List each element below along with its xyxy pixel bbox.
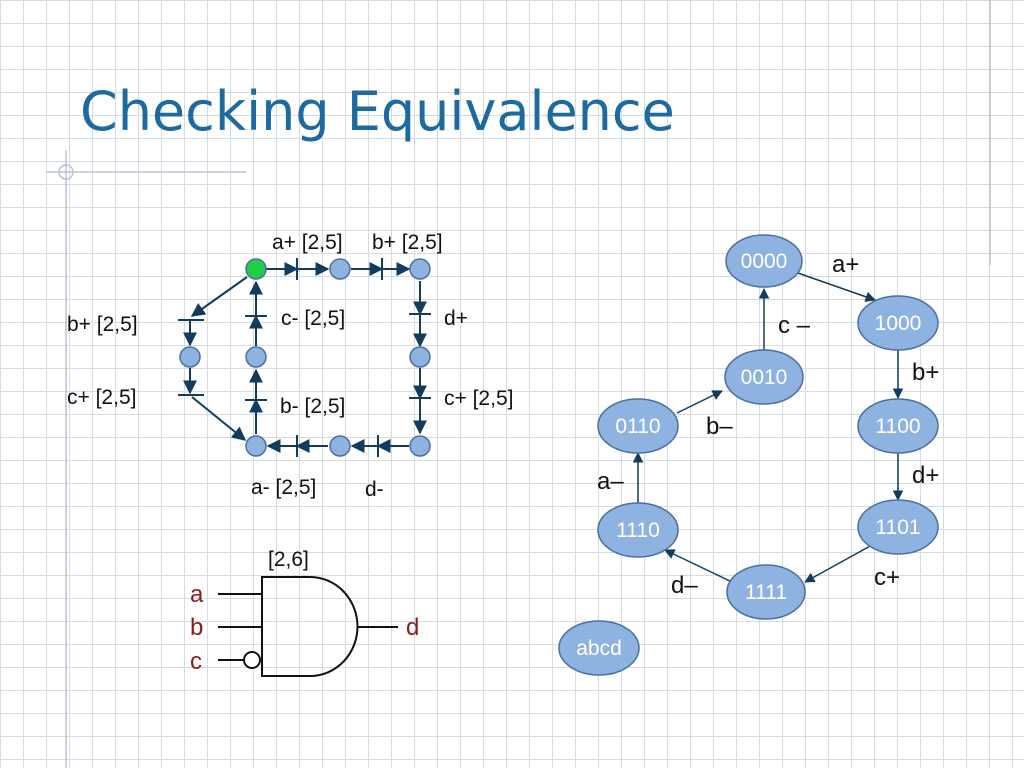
label-c-plus-left: c+ [2,5] — [67, 386, 136, 409]
gate-body — [261, 576, 359, 677]
arc — [191, 396, 247, 441]
place — [179, 346, 201, 368]
and-gate — [218, 576, 398, 677]
transition-label-a-plus: a+ — [832, 251, 859, 278]
state-graph-nodes — [558, 234, 939, 676]
transition-label-d-minus: d– — [671, 572, 698, 599]
state-label-1110: 1110 — [616, 519, 660, 542]
transition-label-d-plus: d+ — [912, 462, 939, 489]
places — [179, 258, 431, 457]
edge-d-minus — [664, 549, 733, 583]
gate-input-a: a — [190, 581, 204, 608]
slide-title: Checking Equivalence — [80, 80, 675, 143]
state-1100 — [857, 398, 939, 454]
legend-node — [558, 620, 640, 676]
place — [329, 258, 351, 280]
place — [409, 435, 431, 457]
initial-place — [245, 258, 267, 280]
label-c-plus-right: c+ [2,5] — [444, 387, 513, 410]
timed-petri-net — [178, 258, 431, 457]
transition-label-b-minus: b– — [706, 413, 733, 440]
inversion-bubble — [243, 651, 261, 669]
place — [409, 258, 431, 280]
state-0110 — [597, 398, 679, 454]
state-1110 — [597, 502, 679, 558]
state-label-0000: 0000 — [741, 250, 788, 273]
label-a-plus: a+ [2,5] — [272, 231, 343, 254]
label-d-minus: d- — [365, 478, 384, 501]
net-labels: a+ [2,5] b+ [2,5] b+ [2,5] c- [2,5] d+ c… — [67, 231, 513, 501]
label-d-plus: d+ — [444, 307, 468, 330]
state-label-1000: 1000 — [875, 312, 922, 335]
transition-labels: a+ b+ d+ c+ d– a– b– c – — [597, 251, 939, 599]
transition-label-c-minus: c – — [778, 312, 811, 339]
label-b-plus-top: b+ [2,5] — [372, 231, 443, 254]
gate-output-d: d — [406, 614, 419, 641]
place — [329, 435, 351, 457]
transition-label-c-plus: c+ — [874, 564, 900, 591]
state-label-0010: 0010 — [741, 366, 788, 389]
gate-input-c: c — [190, 648, 202, 675]
transition-label-a-minus: a– — [597, 468, 624, 495]
state-label-0110: 0110 — [615, 415, 660, 438]
label-b-plus-left: b+ [2,5] — [67, 313, 138, 336]
gate-input-b: b — [190, 614, 203, 641]
state-1111 — [726, 564, 806, 620]
template-decoration — [46, 0, 991, 768]
edge-b-minus — [676, 390, 723, 414]
legend-label: abcd — [576, 637, 622, 660]
edge-c-plus — [804, 544, 873, 583]
arc — [190, 276, 248, 317]
label-b-minus: b- [2,5] — [280, 395, 345, 418]
state-0000 — [725, 234, 803, 288]
place — [245, 435, 267, 457]
label-a-minus: a- [2,5] — [251, 476, 316, 499]
gate-labels: [2,6] a b c d — [190, 548, 419, 675]
transition-label-b-plus: b+ — [912, 359, 939, 386]
edge-a-plus — [794, 271, 876, 302]
state-label-1111: 1111 — [745, 581, 787, 604]
state-labels: 0000 1000 1100 1101 1111 1110 0110 0010 … — [576, 250, 921, 660]
place — [409, 346, 431, 368]
gate-delay: [2,6] — [268, 548, 309, 571]
state-graph-edges — [632, 271, 904, 583]
state-1101 — [857, 499, 939, 555]
state-1000 — [857, 295, 939, 351]
state-label-1101: 1101 — [875, 516, 920, 539]
state-0010 — [724, 349, 804, 405]
place — [245, 346, 267, 368]
state-label-1100: 1100 — [875, 415, 920, 438]
label-c-minus: c- [2,5] — [281, 307, 345, 330]
